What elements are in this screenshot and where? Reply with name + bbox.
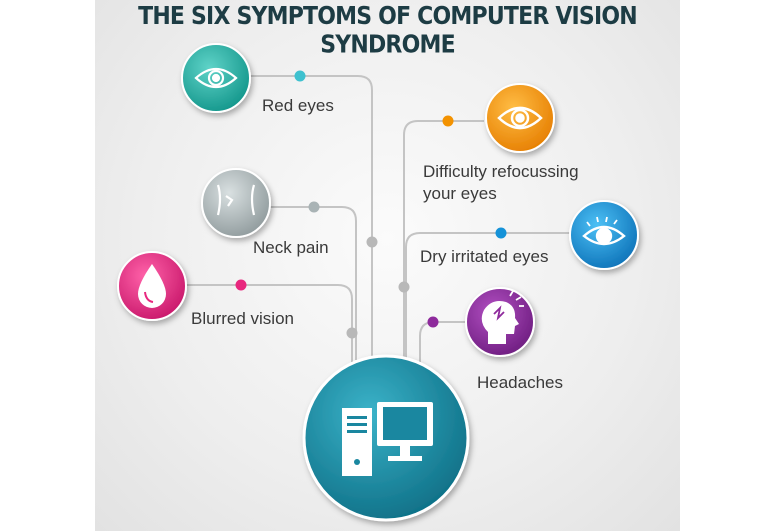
label-dry-eyes: Dry irritated eyes bbox=[420, 247, 549, 266]
connector-neck-pain bbox=[270, 206, 357, 360]
connector-blurred-vision bbox=[182, 284, 353, 362]
label-neck-pain: Neck pain bbox=[253, 238, 329, 257]
connector-dry-eyes bbox=[405, 232, 575, 362]
neck-pain-node bbox=[201, 168, 271, 238]
connector-headaches bbox=[419, 321, 466, 362]
junction-dot bbox=[346, 327, 358, 339]
label-refocussing-line1: Difficulty refocussing bbox=[423, 162, 579, 181]
dot-headaches bbox=[427, 316, 439, 328]
label-blurred-vision: Blurred vision bbox=[191, 309, 294, 328]
head-pain-icon bbox=[481, 290, 524, 344]
eye-icon bbox=[582, 216, 626, 246]
computer-monitor-icon bbox=[342, 402, 433, 476]
dot-refocussing bbox=[442, 115, 454, 127]
connector-red-eyes bbox=[250, 75, 373, 360]
dot-neck-pain bbox=[308, 201, 320, 213]
droplet-icon bbox=[138, 264, 166, 308]
junction-dot bbox=[366, 236, 378, 248]
dot-dry-eyes bbox=[495, 227, 507, 239]
dot-red-eyes bbox=[294, 70, 306, 82]
connector-lines bbox=[182, 75, 575, 362]
label-headaches: Headaches bbox=[477, 373, 564, 392]
label-red-eyes: Red eyes bbox=[262, 96, 334, 115]
dot-blurred-vision bbox=[235, 279, 247, 291]
label-refocussing-line2: your eyes bbox=[423, 184, 497, 203]
junction-dot bbox=[398, 281, 410, 293]
neck-icon bbox=[216, 184, 256, 216]
infographic-title: THE SIX SYMPTOMS OF COMPUTER VISION SYND… bbox=[138, 2, 638, 60]
eye-icon bbox=[194, 67, 238, 89]
connector-refocussing bbox=[403, 120, 484, 362]
eye-target-icon bbox=[497, 106, 543, 130]
